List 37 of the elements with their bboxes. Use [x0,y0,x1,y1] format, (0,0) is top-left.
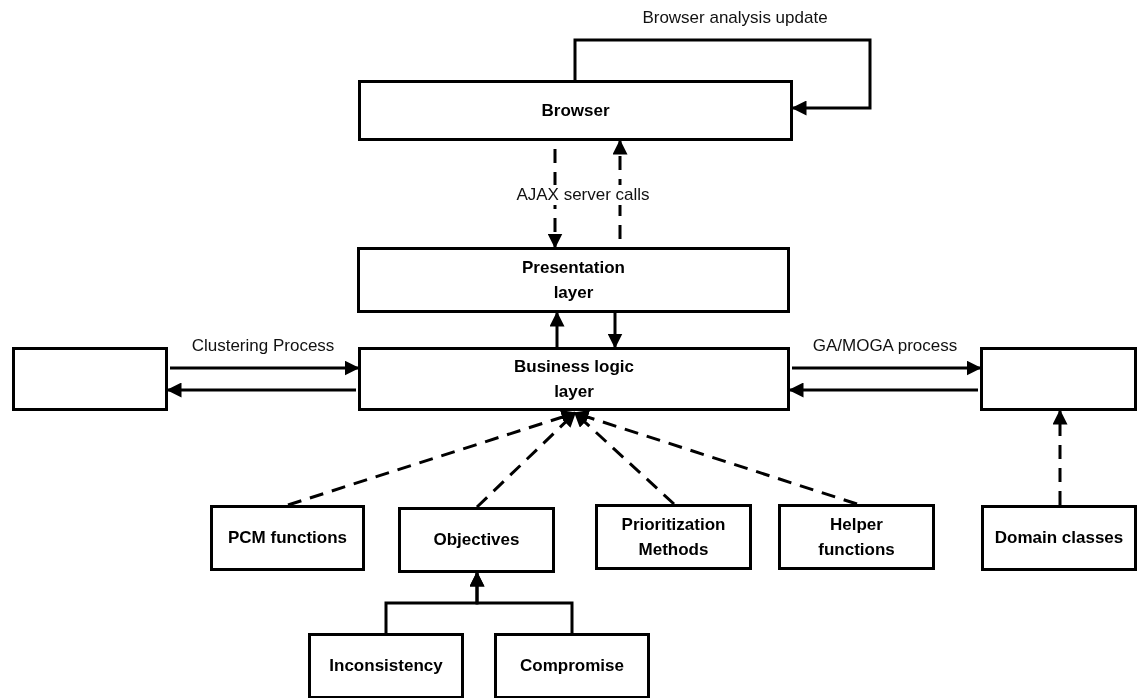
component-box [210,505,365,571]
box-label: Business logic layer [513,355,635,403]
box-label: Domain classes [993,527,1125,550]
arrow [607,313,623,349]
arrow [573,410,858,506]
box-label: Compromise [519,655,625,678]
box-label: PCM functions [227,527,348,550]
component-box [981,505,1137,571]
arrow [792,360,982,376]
arrow [166,382,356,398]
arrow [475,411,577,509]
box-label: Helper functions [817,513,896,561]
component-box [308,633,464,698]
arrow [612,139,628,239]
arrow [287,410,577,507]
box-label: Browser [540,99,611,122]
box-label: Inconsistency [328,655,444,678]
box-label: Prioritization Methods [620,513,727,561]
arrow [469,571,574,633]
component-box [358,80,793,141]
component-box [778,504,935,570]
arrow [573,411,675,506]
component-box [494,633,650,698]
component-box [357,247,790,313]
arrow [170,360,360,376]
arrow [549,311,565,347]
component-box [358,347,790,411]
arrow [1052,409,1068,505]
arrow [573,38,872,116]
empty-box [12,347,168,411]
arrow [788,382,978,398]
empty-box [980,347,1137,411]
component-box [595,504,752,570]
box-label: Presentation layer [521,256,626,304]
arrow [547,149,563,249]
box-label: Objectives [432,529,521,552]
component-box [398,507,555,573]
